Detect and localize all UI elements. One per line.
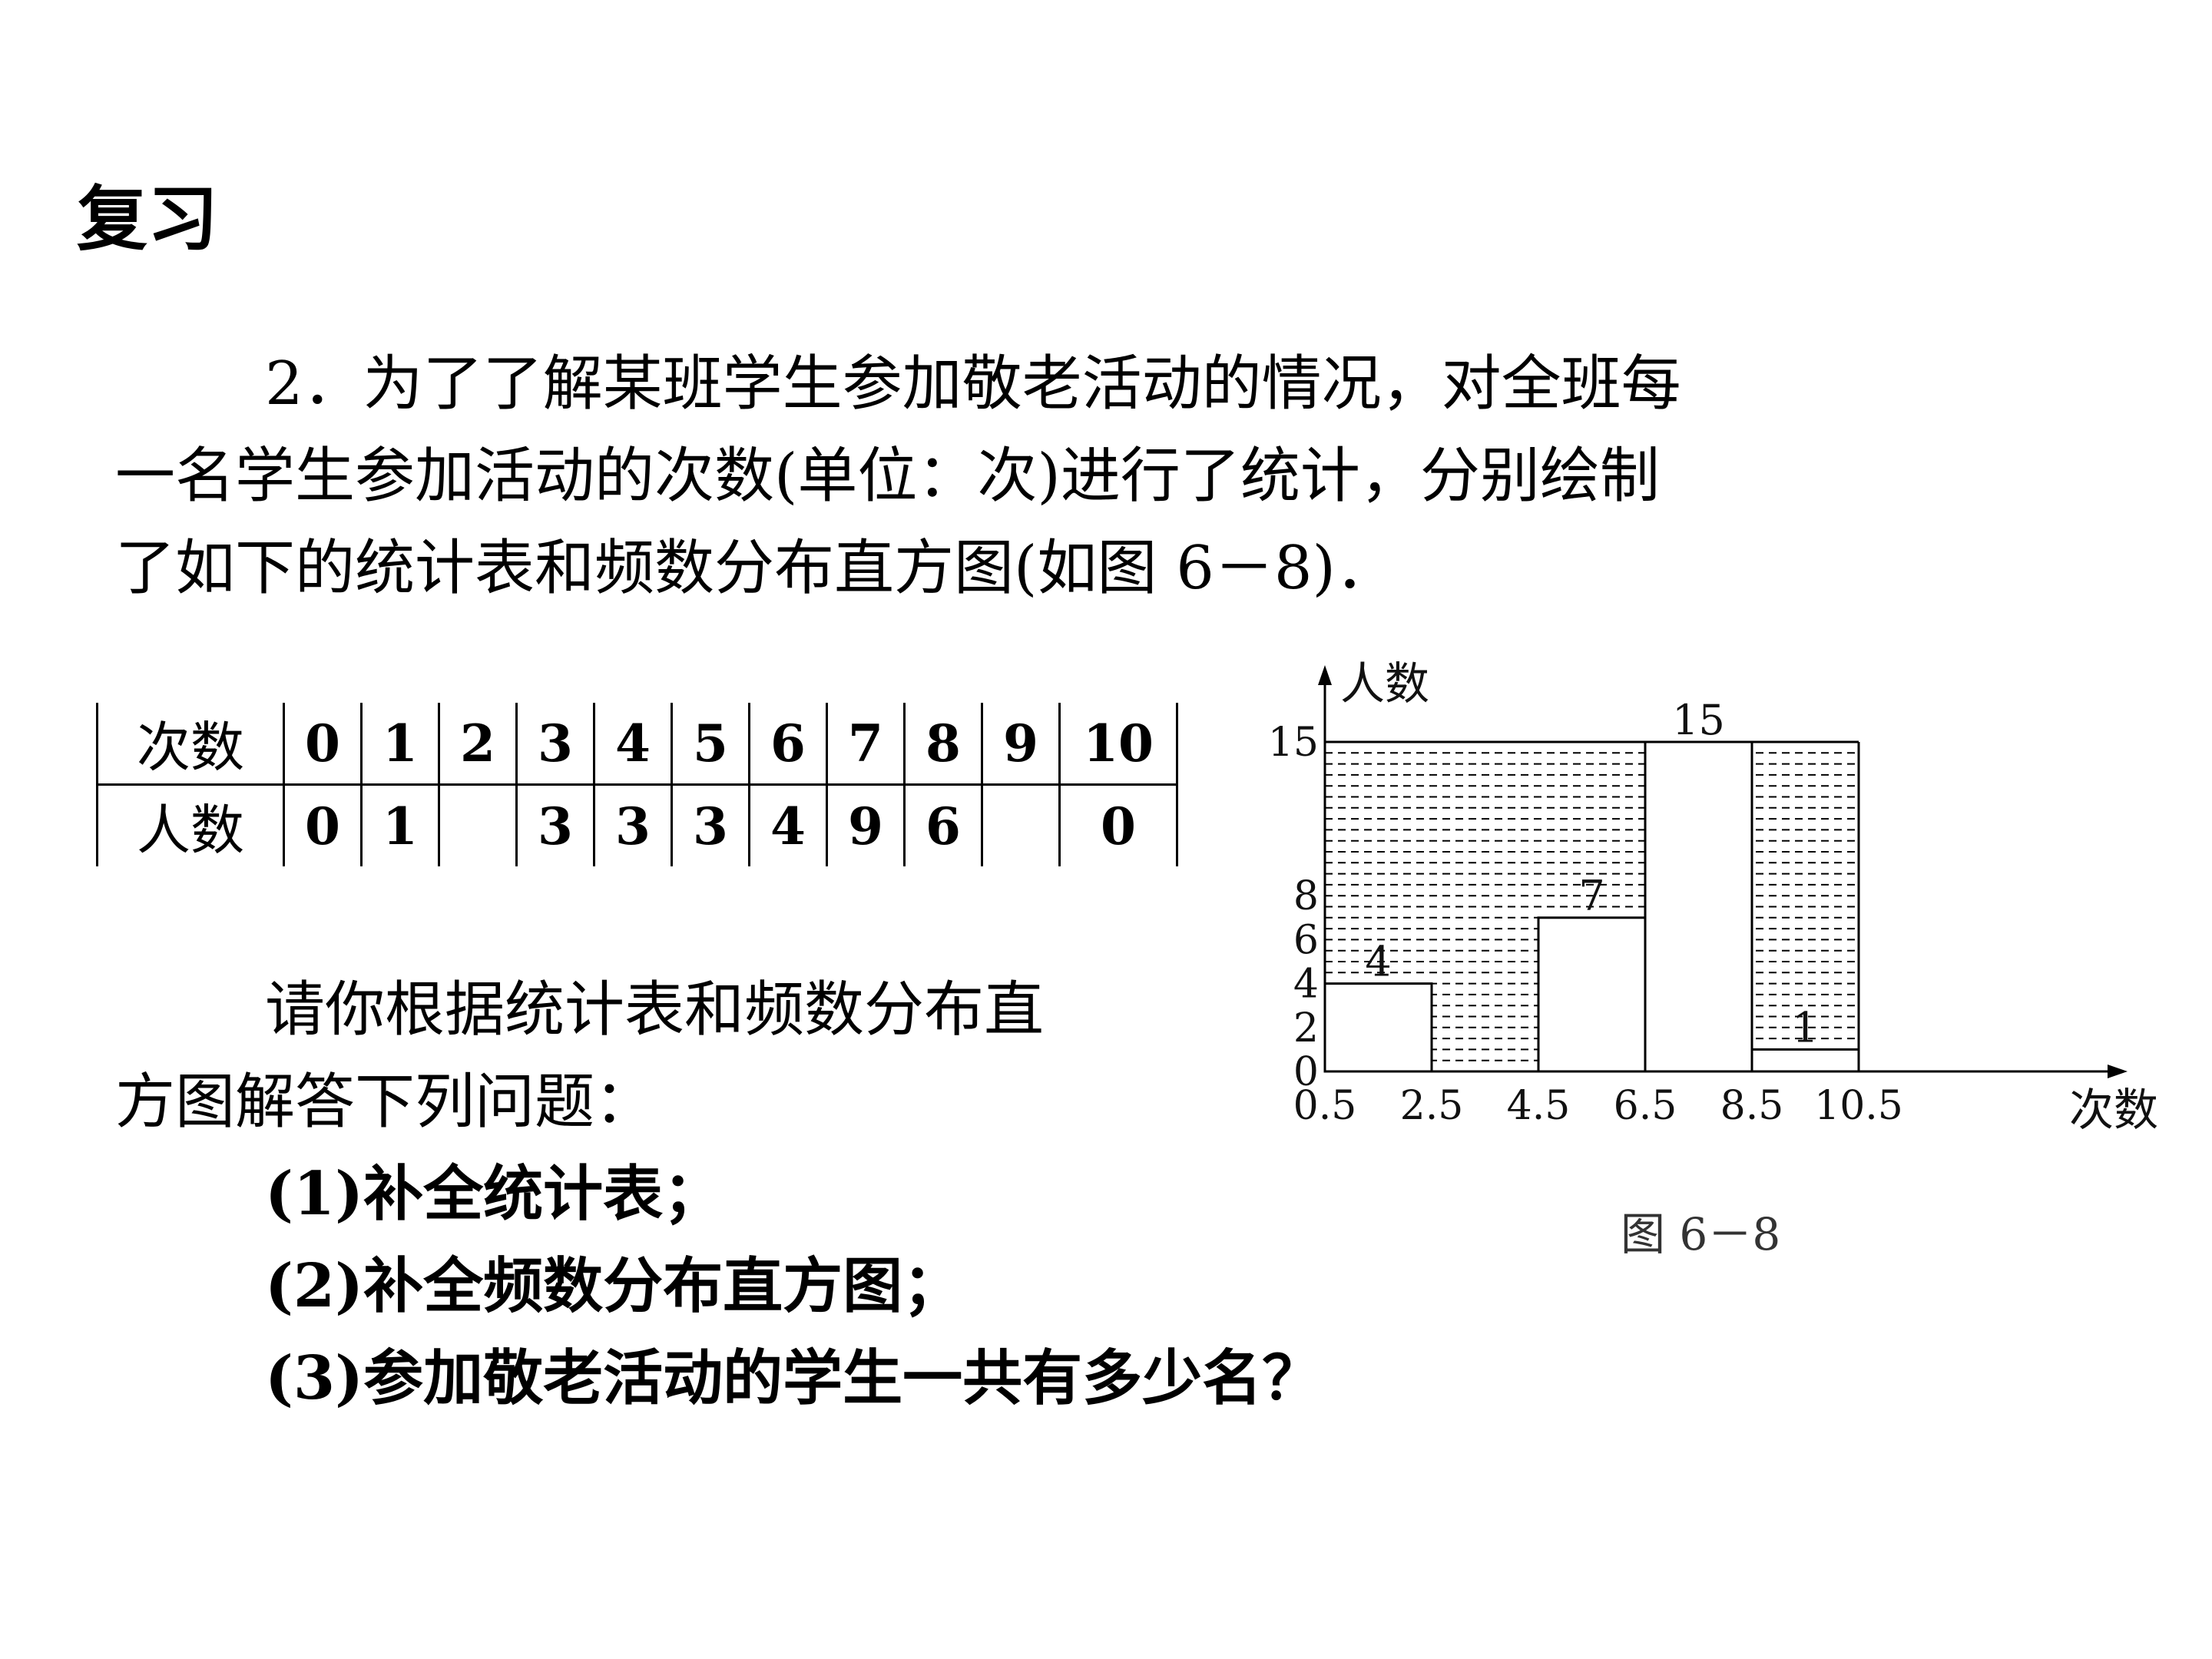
page-title: 复习: [77, 178, 219, 260]
people-cell: 0: [283, 784, 363, 866]
intro-line-1: 2．为了了解某班学生参加敬老活动的情况，对全班每: [265, 349, 1681, 419]
y-tick-label: 2: [1293, 1005, 1319, 1051]
question-3: (3)参加敬老活动的学生一共有多少名？: [265, 1343, 1323, 1413]
ask-line-2: 方图解答下列问题：: [115, 1068, 655, 1137]
y-tick-label: 4: [1293, 962, 1319, 1008]
chart-axes: [1318, 665, 2128, 1078]
count-cell: 0: [283, 703, 363, 786]
grid-lines: [1325, 741, 1860, 1071]
histogram-bar: [1537, 916, 1647, 1073]
question-2: (2)补全频数分布直方图；: [265, 1251, 963, 1321]
count-cell: 10: [1058, 703, 1178, 786]
people-cell: 6: [903, 784, 983, 866]
count-cell: 2: [438, 703, 518, 786]
count-cell: 4: [593, 703, 673, 786]
bar-value-label: 7: [1578, 872, 1604, 920]
x-tick-label: 0.5: [1293, 1083, 1357, 1129]
x-tick-label: 8.5: [1720, 1083, 1784, 1129]
people-cell: 3: [593, 784, 673, 866]
problem-questions: 请你根据统计表和频数分布直 方图解答下列问题： (1)补全统计表； (2)补全频…: [115, 964, 1323, 1425]
y-axis-arrow: [1318, 665, 1332, 685]
count-cell: 8: [903, 703, 983, 786]
intro-line-3: 了如下的统计表和频数分布直方图(如图 6－8)．: [115, 534, 1396, 603]
people-cell: 4: [748, 784, 828, 866]
y-tick-label: 8: [1293, 873, 1319, 919]
figure-caption: 图 6－8: [1621, 1208, 1781, 1260]
y-tick-label: 15: [1268, 720, 1319, 766]
people-cell: 1: [360, 784, 440, 866]
problem-intro: 2．为了了解某班学生参加敬老活动的情况，对全班每 一名学生参加活动的次数(单位：…: [115, 338, 2081, 614]
bar-value-label: 1: [1792, 1003, 1818, 1051]
count-cell: 7: [826, 703, 906, 786]
count-cell: 9: [981, 703, 1061, 786]
x-tick-label: 10.5: [1814, 1083, 1903, 1129]
ask-line-1: 请你根据统计表和频数分布直: [265, 975, 1045, 1045]
row-header-people: 人数: [96, 784, 285, 866]
histogram-bar: [1644, 740, 1753, 1073]
x-axis-label: 次数: [2069, 1084, 2158, 1136]
count-cell: 1: [360, 703, 440, 786]
table-row-counts: 次数 0 1 2 3 4 5 6 7 8 9 10: [96, 703, 1178, 786]
count-cell: 3: [515, 703, 595, 786]
y-tick-label: 6: [1293, 917, 1319, 963]
y-tick-label: 0: [1293, 1049, 1319, 1095]
x-axis-arrow: [2108, 1065, 2128, 1078]
people-cell: 3: [671, 784, 750, 866]
x-tick-label: 4.5: [1507, 1083, 1571, 1129]
statistics-table: 次数 0 1 2 3 4 5 6 7 8 9 10 人数 0 1 3 3 3 4…: [96, 703, 1178, 866]
count-cell: 6: [748, 703, 828, 786]
row-header-counts: 次数: [96, 703, 285, 786]
people-cell: 0: [1058, 784, 1178, 866]
bar-value-label: 4: [1365, 938, 1391, 986]
histogram-bar: [1323, 982, 1433, 1073]
people-cell: [981, 784, 1061, 866]
x-tick-label: 2.5: [1400, 1083, 1464, 1129]
intro-line-2: 一名学生参加活动的次数(单位：次)进行了统计，分别绘制: [115, 442, 1660, 511]
people-cell: 3: [515, 784, 595, 866]
x-tick-label: 6.5: [1614, 1083, 1677, 1129]
histogram-bars: [1323, 740, 1860, 1073]
people-cell: [438, 784, 518, 866]
question-1: (1)补全统计表；: [265, 1159, 724, 1229]
table-row-people: 人数 0 1 3 3 3 4 9 6 0: [96, 784, 1178, 866]
y-axis-label: 人数: [1340, 661, 1429, 710]
bar-value-label: 15: [1672, 696, 1725, 744]
histogram-bar: [1750, 1048, 1860, 1073]
count-cell: 5: [671, 703, 750, 786]
people-cell: 9: [826, 784, 906, 866]
